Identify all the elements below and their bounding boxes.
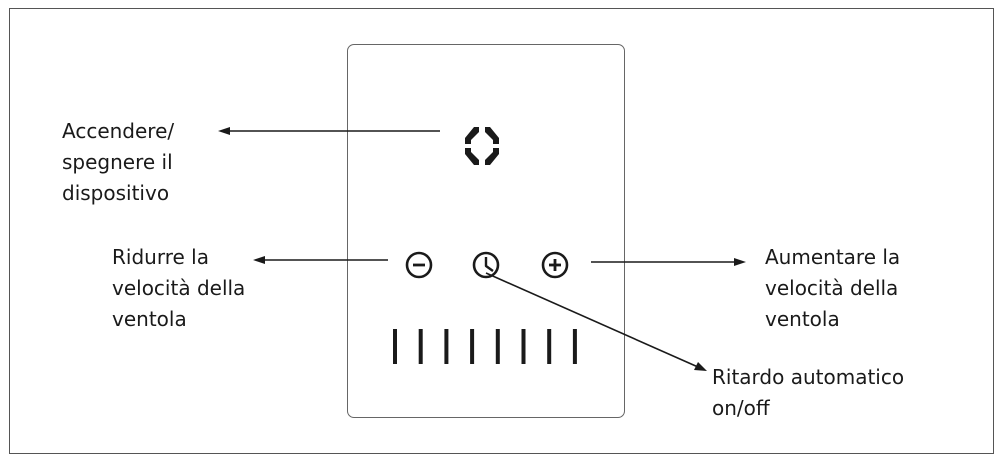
- power-callout-arrow: [218, 127, 440, 135]
- timer-label-line: on/off: [712, 396, 770, 420]
- power-label: Accendere/ spegnere il dispositivo: [62, 116, 174, 209]
- timer-label-line: Ritardo automatico: [712, 365, 905, 389]
- decrease-speed-label: Ridurre la velocità della ventola: [112, 242, 245, 335]
- power-label-line: spegnere il: [62, 150, 173, 174]
- figure-frame: [9, 8, 994, 454]
- auto-delay-button[interactable]: [472, 251, 500, 279]
- minus-circle-icon: [405, 251, 433, 279]
- increase-speed-label: Aumentare la velocità della ventola: [765, 242, 900, 335]
- increase-callout-arrow: [591, 258, 746, 266]
- power-label-line: Accendere/: [62, 119, 175, 143]
- speed-level-bar: [521, 329, 526, 364]
- plus-circle-icon: [541, 251, 569, 279]
- increase-label-line: velocità della: [765, 276, 899, 300]
- clock-icon: [472, 251, 500, 279]
- decrease-label-line: ventola: [112, 307, 187, 331]
- decrease-label-line: Ridurre la: [112, 245, 209, 269]
- auto-delay-label: Ritardo automatico on/off: [712, 362, 904, 424]
- speed-level-bar: [470, 329, 475, 364]
- increase-speed-button[interactable]: [541, 251, 569, 279]
- speed-level-bar: [572, 329, 577, 364]
- increase-label-line: ventola: [765, 307, 840, 331]
- speed-level-indicator: [393, 329, 577, 364]
- callout-arrows: [218, 127, 746, 371]
- power-label-line: dispositivo: [62, 181, 170, 205]
- speed-level-bar: [547, 329, 552, 364]
- speed-level-bar: [495, 329, 500, 364]
- speed-level-bar: [444, 329, 449, 364]
- power-button[interactable]: [465, 127, 499, 165]
- power-icon: [465, 127, 499, 165]
- increase-label-line: Aumentare la: [765, 245, 901, 269]
- decrease-label-line: velocità della: [112, 276, 246, 300]
- decrease-callout-arrow: [253, 256, 388, 264]
- timer-callout-arrow: [485, 272, 707, 371]
- decrease-speed-button[interactable]: [405, 251, 433, 279]
- speed-level-bar: [393, 329, 397, 364]
- speed-level-bar: [418, 329, 423, 364]
